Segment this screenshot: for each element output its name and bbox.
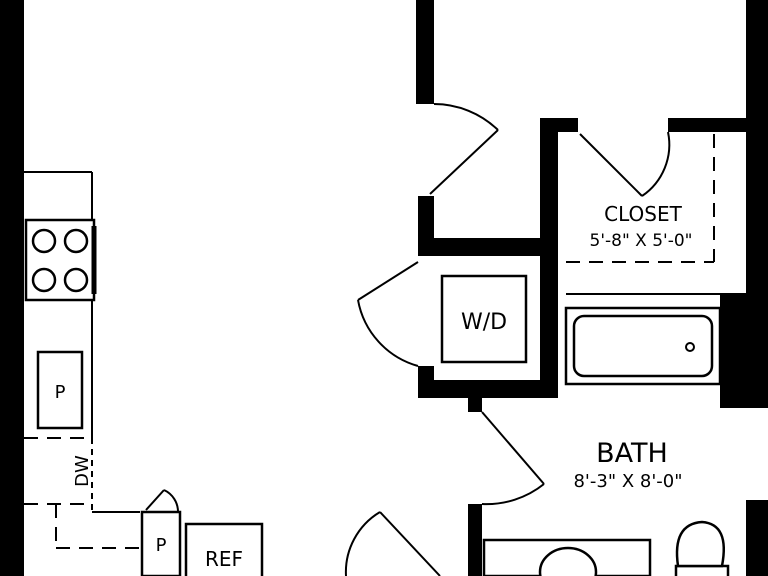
bedroom-wall-upper — [416, 0, 434, 104]
washer-dryer-label: W/D — [461, 310, 507, 335]
bath-door-swing — [481, 483, 545, 506]
refrigerator: REF — [184, 522, 264, 576]
sink-basin — [36, 350, 84, 430]
bedroom-door[interactable] — [429, 103, 499, 195]
wd-top-wall — [418, 238, 558, 256]
closet-top-wall-right — [668, 118, 748, 132]
bath-wall-lower — [468, 504, 482, 576]
sink-label: P — [55, 382, 66, 403]
tub-drain-icon — [685, 342, 695, 352]
right-exterior-wall-upper — [746, 0, 768, 408]
refrigerator-box — [184, 522, 264, 576]
toilet-bowl-icon — [675, 520, 725, 568]
washer-dryer-box — [440, 274, 528, 364]
left-exterior-wall — [0, 0, 24, 576]
closet-size: 5'-8" X 5'-0" — [590, 231, 693, 251]
lower-door-swing — [344, 511, 381, 576]
wd-door[interactable] — [357, 261, 419, 367]
kitchen: P DW P REF — [24, 171, 264, 576]
washer-dryer: W/D — [440, 274, 528, 364]
tub-end-wall — [720, 294, 748, 408]
lower-door[interactable] — [344, 511, 441, 576]
closet: CLOSET 5'-8" X 5'-0" — [566, 134, 715, 263]
vanity-sink-icon — [538, 546, 598, 576]
bathroom: BATH 8'-3" X 8'-0" — [482, 306, 730, 576]
pantry-door-leaf — [145, 489, 165, 511]
bathtub-inner — [572, 314, 714, 378]
closet-left-wall — [540, 118, 558, 398]
bath-size: 8'-3" X 8'-0" — [573, 471, 682, 492]
bath-label: BATH — [596, 438, 668, 469]
wd-bottom-wall — [418, 380, 558, 398]
pantry-door-swing — [163, 489, 180, 513]
pantry-label: P — [156, 535, 167, 556]
right-exterior-wall-lower — [746, 500, 768, 576]
wd-door-swing — [357, 299, 419, 367]
refrigerator-label: REF — [205, 547, 243, 571]
wd-door-leaf — [357, 261, 419, 301]
bedroom-door-swing — [433, 103, 499, 131]
bedroom-wall-mid — [418, 196, 434, 240]
closet-door-leaf — [579, 133, 643, 197]
pantry: P — [140, 489, 182, 576]
burner-icon — [31, 267, 57, 293]
toilet-tank — [674, 564, 730, 576]
bath-door-stub — [468, 396, 482, 412]
dishwasher-label: DW — [72, 455, 93, 487]
closet-door[interactable] — [579, 131, 671, 197]
interior-walls — [416, 0, 748, 576]
burner-icon — [63, 267, 89, 293]
pantry-box — [140, 510, 182, 576]
burner-icon — [31, 228, 57, 254]
range — [24, 218, 97, 302]
closet-door-swing — [641, 131, 671, 197]
lower-door-leaf — [379, 511, 441, 576]
bath-door[interactable] — [481, 411, 545, 506]
closet-top-wall-left — [540, 118, 578, 132]
closet-label: CLOSET — [604, 202, 682, 226]
bedroom-door-leaf — [429, 129, 499, 195]
bath-door-leaf — [481, 411, 545, 485]
kitchen-sink: P — [36, 350, 84, 430]
burner-icon — [63, 228, 89, 254]
